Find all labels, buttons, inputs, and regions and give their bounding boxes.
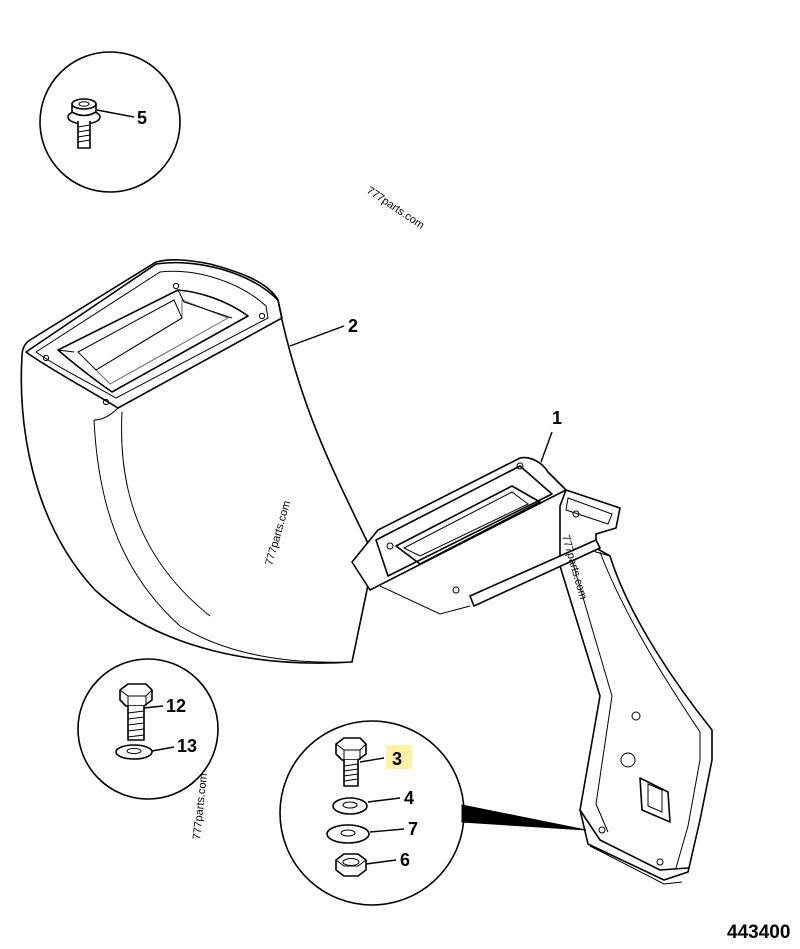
callout-3-highlight — [386, 745, 412, 769]
callout-1: 1 — [552, 408, 562, 428]
callout-3: 3 — [392, 749, 402, 769]
callout-2: 2 — [348, 316, 358, 336]
drawing-number: 443400 — [727, 922, 790, 943]
console-cover-part — [20, 259, 375, 664]
hex-bolt-icon — [335, 737, 367, 787]
detail-circle-5: 5 — [39, 51, 181, 193]
mounting-bracket-part — [351, 456, 713, 885]
hex-bolt-icon — [119, 683, 153, 741]
washer-icon — [115, 744, 153, 760]
hex-nut-icon — [335, 853, 367, 877]
callout-13: 13 — [177, 736, 197, 756]
callout-5: 5 — [137, 108, 147, 128]
callout-6: 6 — [400, 850, 410, 870]
lock-washer-icon — [332, 797, 368, 815]
watermark-1: 777parts.com — [364, 185, 426, 232]
detail-circle-12-13: 12 13 — [77, 658, 219, 800]
callout-7: 7 — [408, 819, 418, 839]
watermark-2: 777parts.com — [263, 499, 293, 566]
detail-circle-3-4-6-7: 3 4 7 6 — [279, 720, 587, 906]
flat-washer-icon — [326, 824, 370, 844]
flanged-screw-icon — [67, 98, 101, 149]
callout-4: 4 — [404, 788, 414, 808]
callout-12: 12 — [166, 696, 186, 716]
